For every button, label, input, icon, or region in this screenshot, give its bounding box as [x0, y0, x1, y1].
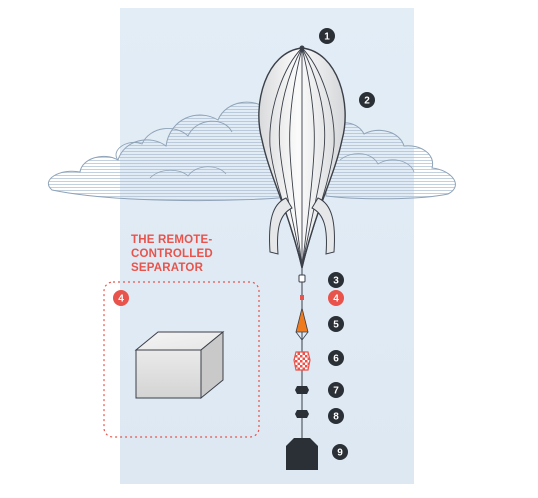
badge-3-label: 3	[333, 276, 339, 287]
badge-1: 1	[319, 28, 335, 44]
badge-3: 3	[328, 272, 344, 288]
badge-9-label: 9	[337, 448, 343, 459]
badge-2: 2	[359, 92, 375, 108]
badge-8-label: 8	[333, 412, 339, 423]
callout-box	[103, 281, 260, 438]
payload-module-a	[295, 386, 309, 394]
right-ribbon	[311, 197, 335, 255]
callout-title: THE REMOTE- CONTROLLED SEPARATOR	[131, 233, 213, 275]
parachute-component	[295, 307, 309, 333]
callout-title-line-2: CONTROLLED	[131, 248, 213, 260]
badge-1-label: 1	[324, 32, 330, 43]
badge-4: 4	[328, 290, 344, 306]
badge-8: 8	[328, 408, 344, 424]
callout-title-line-1: THE REMOTE-	[131, 234, 213, 246]
balloon-envelope	[258, 45, 346, 269]
badge-7-label: 7	[333, 386, 339, 397]
callout-badge-label: 4	[118, 294, 124, 305]
left-ribbon	[269, 197, 293, 255]
separator-box-illustration	[134, 330, 225, 400]
separator-component	[300, 295, 304, 300]
badge-5-label: 5	[333, 320, 339, 331]
badge-6: 6	[328, 350, 344, 366]
ring-component	[298, 274, 306, 283]
badge-6-label: 6	[333, 354, 339, 365]
badge-9: 9	[332, 444, 348, 460]
callout-badge: 4	[113, 290, 129, 306]
callout-title-line-3: SEPARATOR	[131, 262, 204, 274]
badge-7: 7	[328, 382, 344, 398]
payload-module-b	[295, 410, 309, 418]
badge-5: 5	[328, 316, 344, 332]
badge-4-label: 4	[333, 294, 339, 305]
badge-2-label: 2	[364, 96, 370, 107]
radar-reflector	[293, 351, 311, 371]
number-badges: 1 2 3 4 5 6 7 8 9 4	[113, 28, 375, 460]
gondola-box	[286, 438, 318, 470]
cloud-layer	[48, 101, 456, 202]
